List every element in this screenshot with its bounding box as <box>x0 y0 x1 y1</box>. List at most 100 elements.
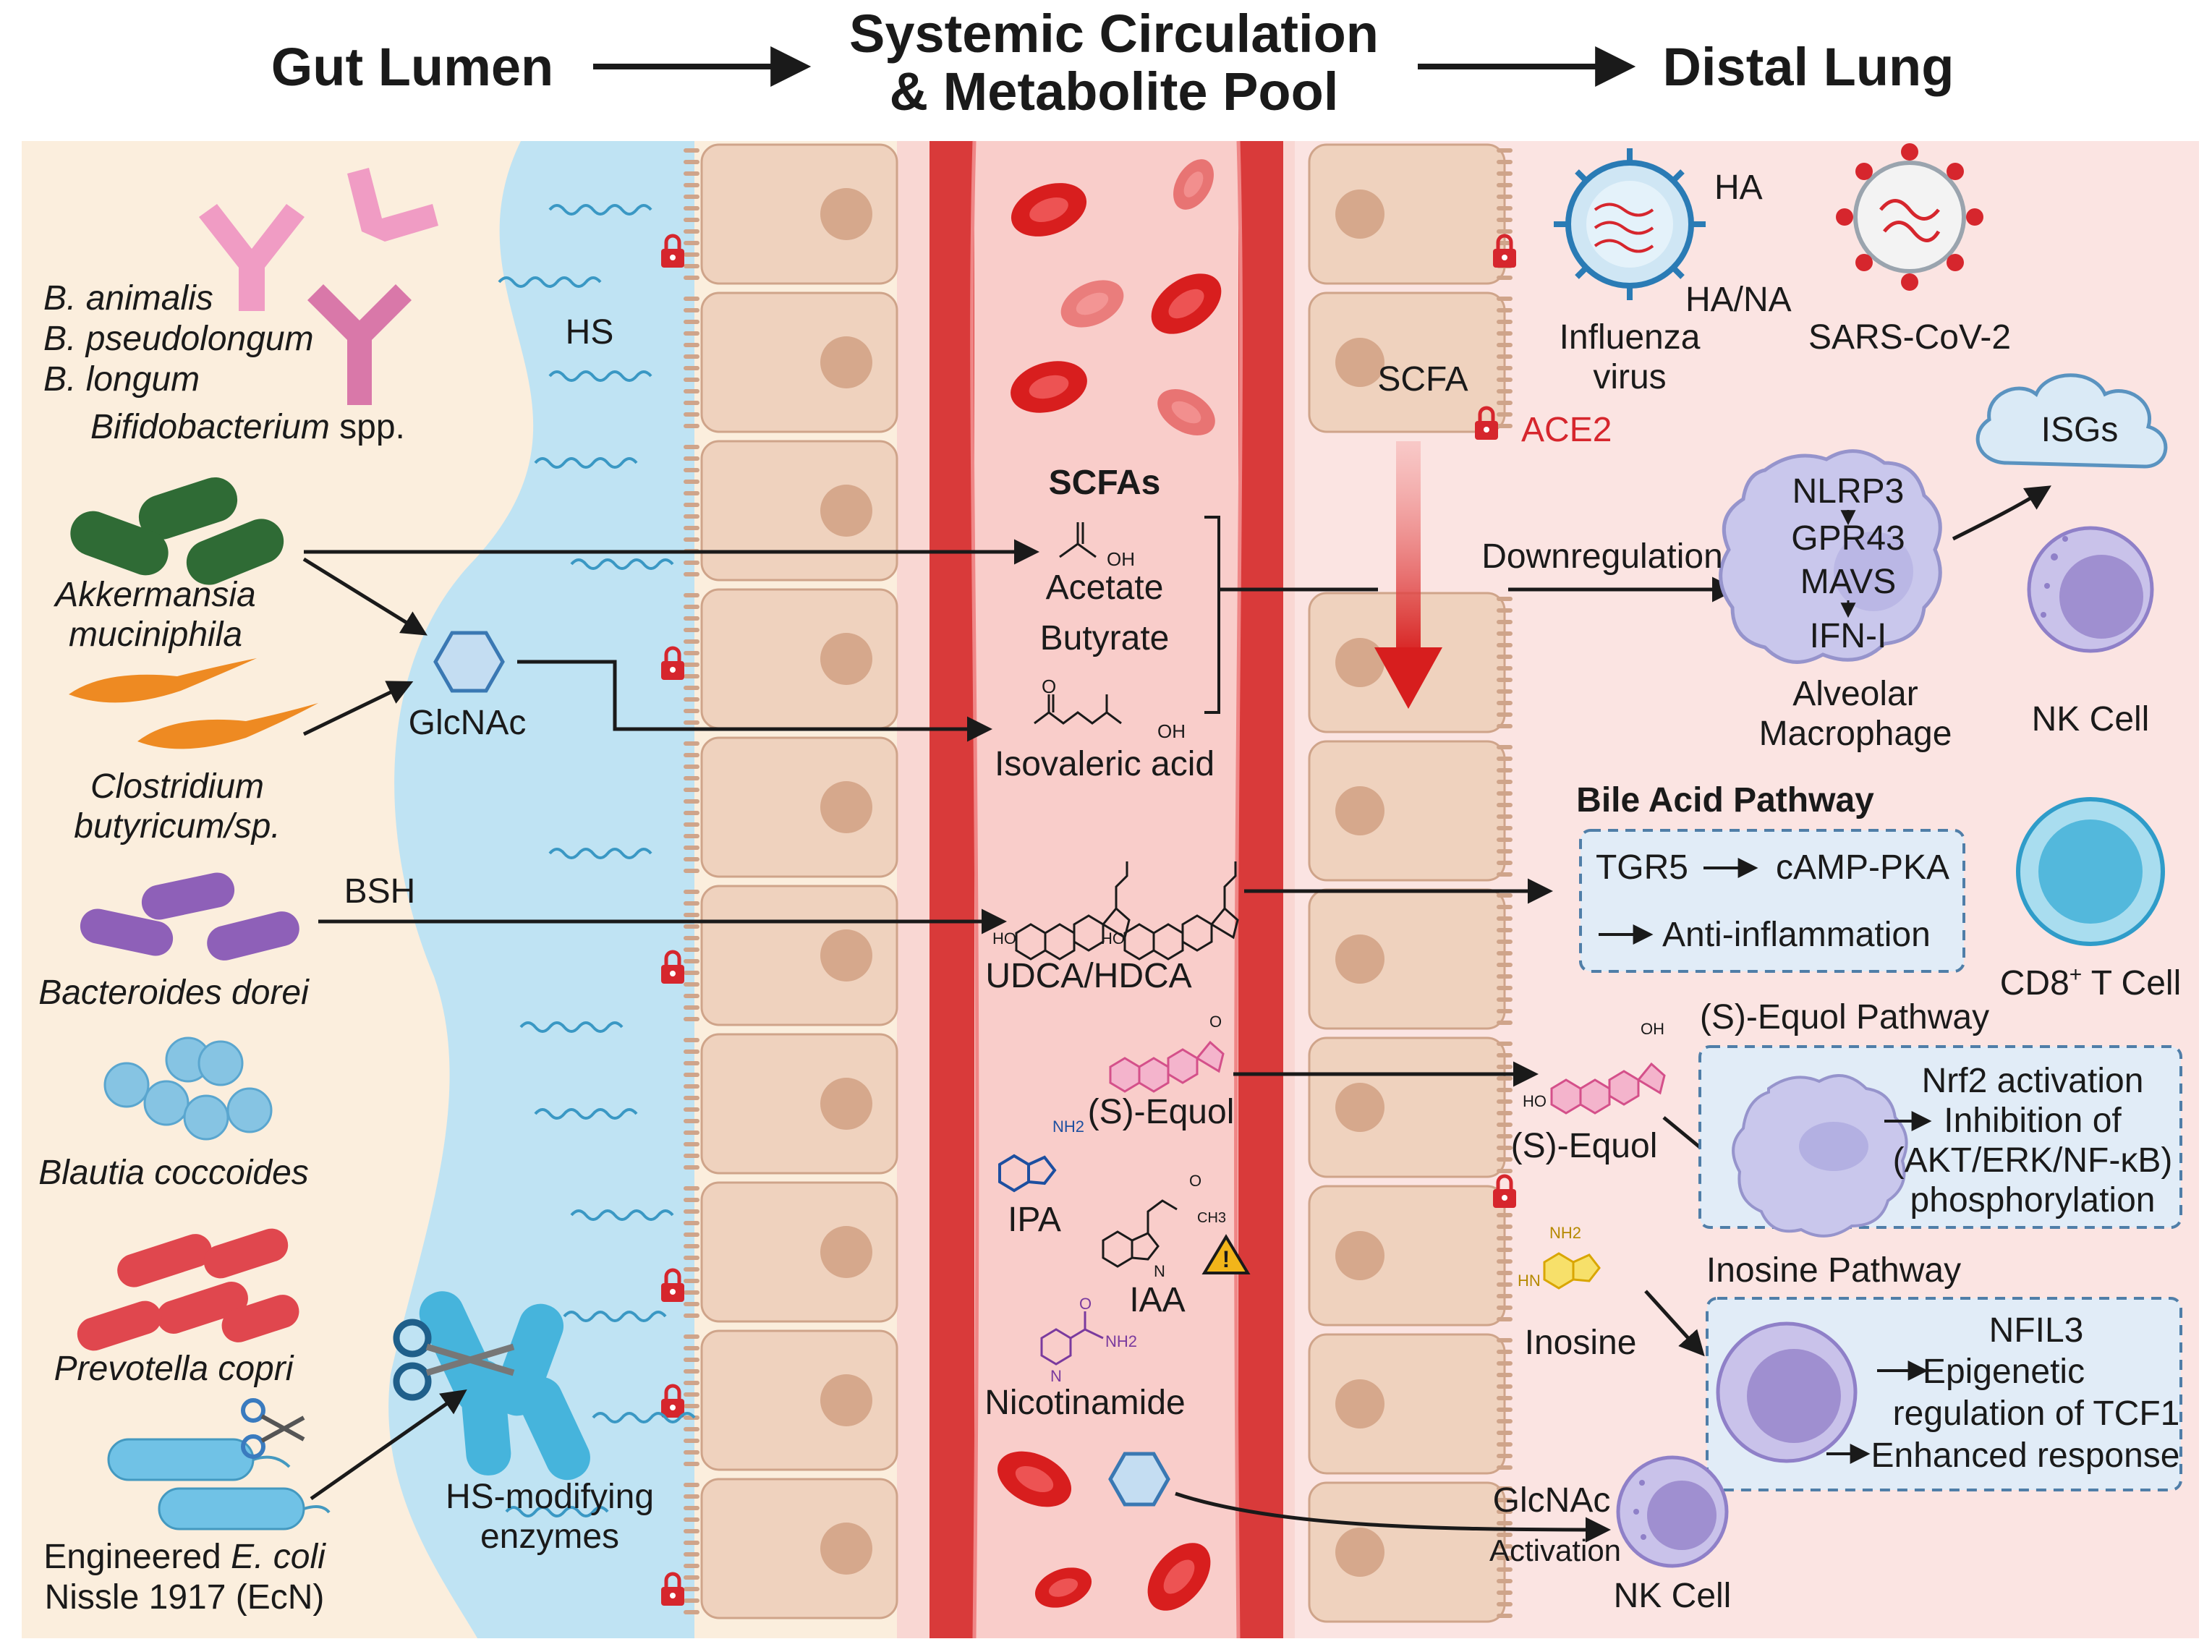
macro-item-gpr43: GPR43 <box>1791 519 1905 558</box>
enhanced-response-label: Enhanced response <box>1871 1436 2180 1475</box>
svg-text:!: ! <box>1222 1246 1230 1272</box>
equol-o-blood: O <box>1209 1013 1222 1031</box>
ha-label: HA <box>1714 169 1763 207</box>
glcnac-lung-label: GlcNAc <box>1493 1481 1611 1520</box>
hs-label: HS <box>566 313 614 352</box>
bifido-species-2: B. pseudolongum <box>43 320 314 358</box>
udca-ho-2: HO <box>1101 929 1125 948</box>
bile-pathway-title: Bile Acid Pathway <box>1576 781 1874 819</box>
ecn-label-1: Engineered E. coli <box>43 1538 326 1576</box>
nk-cell-icon <box>2027 526 2154 653</box>
udca-hdca-structure <box>1015 861 1239 961</box>
inosine-pathway-title: Inosine Pathway <box>1706 1251 1961 1290</box>
nicotinamide-structure <box>1040 1311 1104 1366</box>
acetate-oh: OH <box>1107 548 1135 570</box>
prevotella-label: Prevotella copri <box>54 1350 294 1388</box>
equol-lung-oh: OH <box>1641 1020 1664 1038</box>
bile-pathway-box <box>1579 829 1965 973</box>
equol-lung-ho: HO <box>1523 1092 1547 1110</box>
bifidobacterium-icon <box>199 168 438 405</box>
nfil3-label: NFIL3 <box>1989 1311 2084 1350</box>
header-circulation-line2: & Metabolite Pool <box>890 61 1339 122</box>
inhibition-label: Inhibition of <box>1944 1102 2122 1140</box>
nk-cell-bottom-icon <box>1616 1455 1729 1568</box>
phosphorylation-label: phosphorylation <box>1910 1181 2156 1219</box>
nk-cell-bottom-label: NK Cell <box>1614 1577 1732 1615</box>
tgr5-label: TGR5 <box>1596 848 1688 887</box>
warning-icon: ! <box>1201 1234 1251 1274</box>
nicotinamide-nh2: NH2 <box>1105 1332 1137 1350</box>
nrf2-label: Nrf2 activation <box>1922 1062 2144 1100</box>
clostridium-label-2: butyricum/sp. <box>74 807 280 846</box>
inosine-structure <box>1543 1252 1601 1290</box>
glcnac-hexagon-blood-icon <box>1108 1452 1170 1507</box>
inosine-immune-cell-icon <box>1716 1321 1858 1463</box>
isovaleric-o: O <box>1042 676 1056 697</box>
acetate-label: Acetate <box>1046 569 1164 607</box>
ecn-bacteria-icon <box>107 1438 331 1530</box>
scfa-bracket <box>1204 516 1220 714</box>
cd8-t-cell-icon <box>2016 797 2165 946</box>
macro-item-ifn-i: IFN-I <box>1810 617 1887 655</box>
blautia-label: Blautia coccoides <box>38 1154 309 1192</box>
acetate-structure <box>1059 522 1097 558</box>
iaa-label: IAA <box>1129 1281 1185 1319</box>
bifido-species-1: B. animalis <box>43 279 213 318</box>
equol-lung-label: (S)-Equol <box>1511 1127 1658 1165</box>
inosine-nh2: NH2 <box>1549 1224 1581 1242</box>
ace2-label: ACE2 <box>1521 411 1612 449</box>
akkermansia-label-1: Akkermansia <box>53 576 255 614</box>
isovaleric-oh: OH <box>1157 720 1186 742</box>
akkermansia-icon <box>70 477 284 585</box>
macrophage-label-1: Alveolar <box>1792 675 1918 713</box>
prevotella-icon <box>77 1228 299 1351</box>
sars-cov-2-label: SARS-CoV-2 <box>1808 318 2011 357</box>
gut-arrows <box>302 539 1039 1501</box>
ipa-label: IPA <box>1008 1201 1061 1239</box>
anti-inflammation-label: Anti-inflammation <box>1662 916 1931 954</box>
iaa-ch3: CH3 <box>1197 1210 1226 1226</box>
epigenetic-label: Epigenetic <box>1923 1353 2085 1391</box>
iaa-o: O <box>1189 1172 1201 1190</box>
hs-modifying-enzymes-icon <box>419 1291 590 1481</box>
downregulation-label: Downregulation <box>1481 537 1723 576</box>
akkermansia-label-2: muciniphila <box>69 616 242 654</box>
blautia-icon <box>103 1036 273 1141</box>
nicotinamide-label: Nicotinamide <box>984 1384 1185 1422</box>
udca-hdca-label: UDCA/HDCA <box>985 957 1191 995</box>
nicotinamide-o: O <box>1079 1295 1092 1313</box>
iaa-n: N <box>1154 1262 1165 1280</box>
activation-label: Activation <box>1489 1533 1621 1567</box>
bacteroides-icon <box>80 872 299 961</box>
hs-enzymes-label-1: HS-modifying <box>446 1478 654 1516</box>
lung-epithelium <box>1308 143 1510 1623</box>
inosine-label: Inosine <box>1525 1324 1637 1362</box>
macrophage-label-2: Macrophage <box>1759 715 1952 753</box>
header-gut-lumen: Gut Lumen <box>271 37 554 97</box>
pool-arrows <box>1175 576 1737 1543</box>
equol-structure-blood <box>1109 1040 1225 1093</box>
inosine-hn: HN <box>1518 1272 1541 1290</box>
nicotinamide-n: N <box>1050 1367 1062 1385</box>
scissors-icon-enzyme <box>393 1319 515 1401</box>
udca-ho-1: HO <box>992 929 1016 948</box>
ipa-nh2: NH2 <box>1052 1117 1084 1136</box>
bsh-label: BSH <box>344 872 416 911</box>
scfa-lung-label: SCFA <box>1377 360 1468 399</box>
clostridium-label-1: Clostridium <box>90 767 264 806</box>
isgs-cloud <box>1975 373 2168 469</box>
influenza-label-1: Influenza <box>1560 318 1701 357</box>
ipa-structure <box>998 1154 1057 1193</box>
tcf1-label: regulation of TCF1 <box>1893 1395 2180 1433</box>
isovaleric-structure <box>1034 694 1122 725</box>
scfa-entry-arrow <box>1374 441 1442 709</box>
glcnac-gut-label: GlcNAc <box>409 704 527 742</box>
clostridium-icon <box>69 658 318 749</box>
iaa-structure <box>1102 1199 1178 1268</box>
hs-enzymes-label-2: enzymes <box>480 1517 619 1556</box>
vessel-wall-left <box>930 141 974 1638</box>
mucus-layer <box>388 141 694 1638</box>
ha-na-label: HA/NA <box>1685 281 1792 319</box>
bifido-species-3: B. longum <box>43 360 200 399</box>
